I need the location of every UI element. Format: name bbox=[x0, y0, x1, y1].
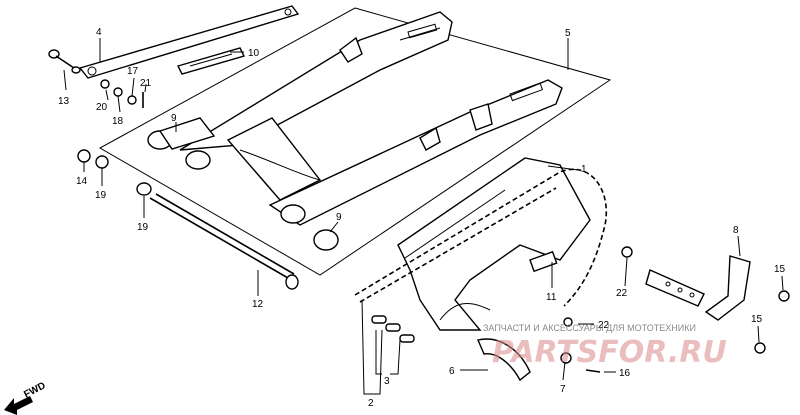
callout-17: 17 bbox=[127, 66, 139, 77]
callout-19-bottom: 19 bbox=[137, 222, 149, 233]
callout-3: 3 bbox=[384, 376, 390, 387]
callout-18: 18 bbox=[112, 116, 124, 127]
callout-8: 8 bbox=[733, 225, 739, 236]
small-hardware-17-18-20-21 bbox=[100, 79, 144, 108]
callout-2: 2 bbox=[368, 398, 374, 409]
callout-20: 20 bbox=[96, 102, 108, 113]
callout-13: 13 bbox=[58, 96, 70, 107]
small-bolts bbox=[560, 246, 790, 373]
callout-1: 1 bbox=[581, 164, 587, 175]
callout-7: 7 bbox=[560, 384, 566, 395]
callout-14: 14 bbox=[76, 176, 88, 187]
callout-19-left: 19 bbox=[95, 190, 107, 201]
fwd-direction-arrow: FWD bbox=[4, 380, 48, 415]
callout-5: 5 bbox=[565, 28, 571, 39]
part-6-chain-guide bbox=[477, 338, 531, 382]
callout-21: 21 bbox=[140, 78, 152, 89]
part-8-bracket bbox=[645, 255, 751, 321]
bushings-14-19 bbox=[77, 149, 152, 196]
callout-10: 10 bbox=[248, 48, 260, 59]
fwd-label: FWD bbox=[22, 380, 47, 400]
part-5-swingarm bbox=[147, 11, 563, 251]
watermark-brand: PARTSFOR.RU bbox=[492, 335, 727, 370]
callout-16: 16 bbox=[619, 368, 631, 379]
watermark-caption: ЗАПЧАСТИ И АКСЕССУАРЫ ДЛЯ МОТОТЕХНИКИ bbox=[483, 323, 696, 333]
callout-22-bottom: 22 bbox=[598, 320, 610, 331]
callout-15-top: 15 bbox=[774, 264, 786, 275]
callout-9-bottom: 9 bbox=[336, 212, 342, 223]
callout-11: 11 bbox=[546, 292, 557, 303]
part-4-rail bbox=[78, 5, 300, 79]
watermark: ЗАПЧАСТИ И АКСЕССУАРЫ ДЛЯ МОТОТЕХНИКИ PA… bbox=[483, 323, 727, 370]
part-10-plate bbox=[176, 47, 246, 75]
part-11-chain-case bbox=[397, 157, 591, 331]
leader-lines bbox=[63, 38, 784, 395]
callout-22-right: 22 bbox=[616, 288, 628, 299]
swingarm-panel-outline bbox=[98, 7, 612, 276]
part-12-pivot-bolt bbox=[149, 193, 299, 290]
parts-2-3-master-link bbox=[371, 315, 415, 343]
callout-4: 4 bbox=[96, 27, 102, 38]
callout-6: 6 bbox=[449, 366, 455, 377]
callout-12: 12 bbox=[252, 299, 264, 310]
callout-labels: 4 10 5 1 9 9 13 20 18 17 21 14 19 19 12 … bbox=[58, 27, 786, 409]
part-13-bolt bbox=[48, 49, 81, 74]
callout-9-top: 9 bbox=[171, 113, 177, 124]
callout-15-bottom: 15 bbox=[751, 314, 763, 325]
